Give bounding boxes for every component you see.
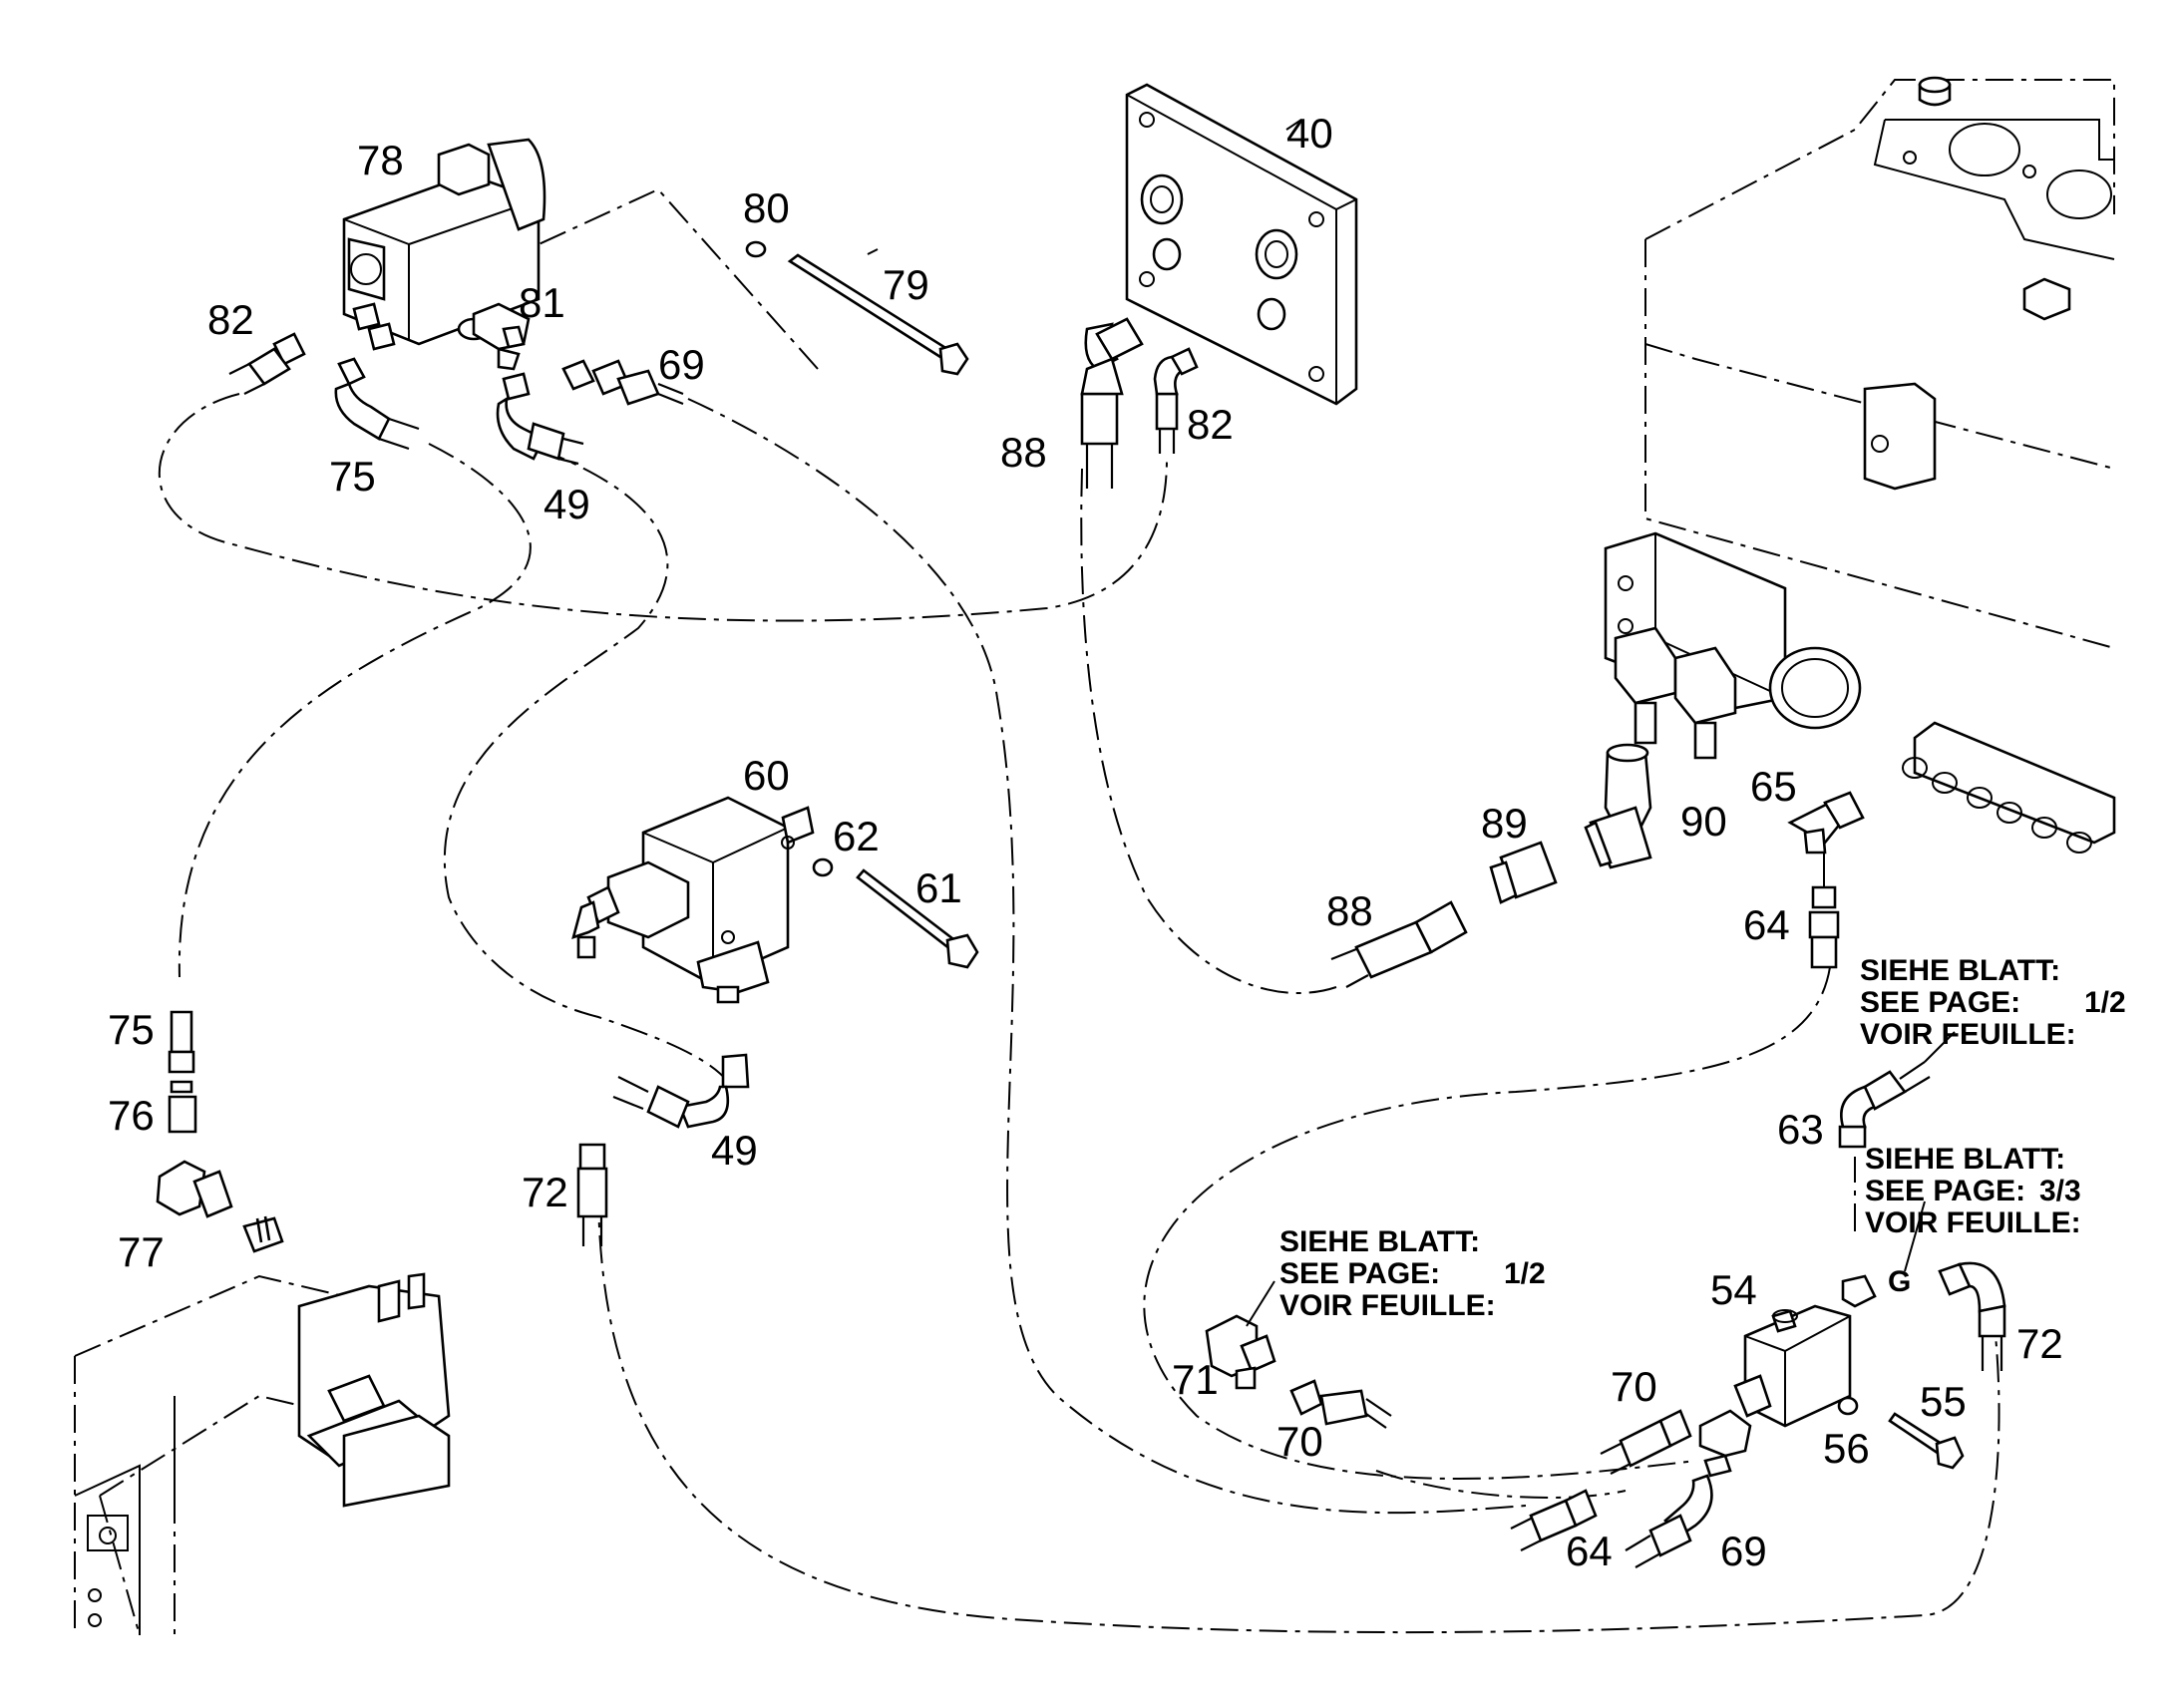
valve-block-60	[571, 796, 815, 1004]
label-78: 78	[357, 137, 404, 183]
label-64-right: 64	[1743, 901, 1790, 948]
label-89: 89	[1481, 800, 1528, 847]
note-line-fr: VOIR FEUILLE:	[1279, 1289, 1496, 1322]
label-62: 62	[833, 813, 880, 859]
label-61: 61	[915, 864, 962, 911]
fitting-70-right	[1600, 1409, 1692, 1475]
part-labels: 40 78 80 79 81 82 82 69 75 49 88 60 62 6…	[108, 110, 2063, 1574]
tee-fitting-69	[1625, 1409, 1752, 1568]
hose-82-right	[1153, 347, 1199, 454]
label-69-bottom: 69	[1720, 1528, 1767, 1574]
mounting-plate-40	[1125, 83, 1358, 406]
label-72-right: 72	[2016, 1320, 2063, 1367]
label-49-bottom: 49	[711, 1127, 758, 1174]
label-80: 80	[743, 184, 790, 231]
label-88-bottom: 88	[1326, 887, 1373, 934]
fitting-64-right	[1808, 853, 1840, 969]
elbow-49-bottom	[612, 1053, 750, 1129]
label-60: 60	[743, 752, 790, 799]
note-line-fr: VOIR FEUILLE:	[1860, 1018, 2076, 1051]
note-page-ref: 3/3	[2039, 1175, 2081, 1207]
adapter-89	[1489, 841, 1558, 904]
label-71: 71	[1172, 1356, 1219, 1403]
hose-routes	[159, 187, 2000, 1634]
label-g: G	[1888, 1265, 1911, 1298]
note-page-ref: 1/2	[2084, 986, 2126, 1019]
note-line-en: SEE PAGE:	[1865, 1175, 2025, 1207]
label-77: 77	[118, 1228, 165, 1275]
elbow-fitting-65	[1787, 791, 1865, 854]
label-54: 54	[1710, 1266, 1757, 1313]
note-line-en: SEE PAGE:	[1860, 986, 2020, 1019]
label-76: 76	[108, 1092, 155, 1139]
hose-88-bottom	[1330, 900, 1468, 988]
hose-88-top	[1080, 317, 1144, 489]
note-line-fr: VOIR FEUILLE:	[1865, 1206, 2081, 1239]
fitting-70-left	[1289, 1379, 1392, 1429]
fitting-72-left	[576, 1143, 608, 1246]
elbow-63	[1838, 1061, 1931, 1149]
fitting-76	[168, 1080, 197, 1134]
label-75-left: 75	[108, 1006, 155, 1053]
label-63: 63	[1777, 1106, 1824, 1153]
fitting-82-left	[228, 332, 306, 395]
label-82-right: 82	[1187, 401, 1234, 448]
label-69-top: 69	[658, 341, 705, 388]
fitting-69-top	[561, 359, 684, 406]
bolt-55	[1888, 1412, 1965, 1470]
hose-72-right	[1938, 1261, 2006, 1371]
valve-block-54	[1733, 1274, 1877, 1428]
washer-80	[745, 240, 767, 258]
washer-56	[1837, 1396, 1859, 1416]
bolt-79	[787, 253, 969, 376]
label-65: 65	[1750, 763, 1797, 810]
label-49-top: 49	[544, 481, 590, 527]
tee-fitting-77	[156, 1160, 284, 1253]
label-75-top: 75	[329, 453, 376, 500]
note-see-page-lower-left: SIEHE BLATT: SEE PAGE: 1/2 VOIR FEUILLE:	[1279, 1225, 1546, 1322]
fitting-75-left	[168, 1010, 195, 1074]
fitting-64-bottom	[1510, 1489, 1598, 1551]
bolt-61	[856, 868, 979, 969]
label-79: 79	[883, 261, 929, 308]
fitting-81	[472, 302, 531, 371]
label-70-right: 70	[1611, 1363, 1657, 1410]
label-72-left: 72	[522, 1169, 568, 1215]
note-line-de: SIEHE BLATT:	[1860, 954, 2060, 987]
tee-fitting-90	[1584, 743, 1652, 869]
note-line-de: SIEHE BLATT:	[1865, 1143, 2065, 1176]
pump-housing	[74, 1272, 451, 1636]
label-81: 81	[519, 279, 565, 326]
label-56: 56	[1823, 1425, 1870, 1472]
label-82-left: 82	[207, 296, 254, 343]
tank-block	[1604, 76, 2116, 854]
label-55: 55	[1920, 1378, 1967, 1425]
label-90: 90	[1680, 798, 1727, 845]
elbow-75-top	[334, 357, 420, 451]
note-see-page-upper-right: SIEHE BLATT: SEE PAGE: 1/2 VOIR FEUILLE:	[1860, 954, 2126, 1051]
note-line-de: SIEHE BLATT:	[1279, 1225, 1480, 1258]
label-88-top: 88	[1000, 429, 1047, 476]
washer-62	[812, 857, 834, 877]
note-line-en: SEE PAGE:	[1279, 1257, 1440, 1290]
leader-lines	[867, 119, 1956, 1327]
solenoid-valve-78	[342, 138, 546, 351]
label-40: 40	[1286, 110, 1333, 157]
note-see-page-middle-right: SIEHE BLATT: SEE PAGE: 3/3 VOIR FEUILLE:	[1865, 1143, 2081, 1239]
tee-fitting-71	[1205, 1314, 1276, 1390]
label-64-bottom: 64	[1566, 1528, 1613, 1574]
label-70-left: 70	[1276, 1418, 1323, 1465]
note-page-ref: 1/2	[1504, 1257, 1546, 1290]
elbow-49-top	[496, 372, 584, 466]
